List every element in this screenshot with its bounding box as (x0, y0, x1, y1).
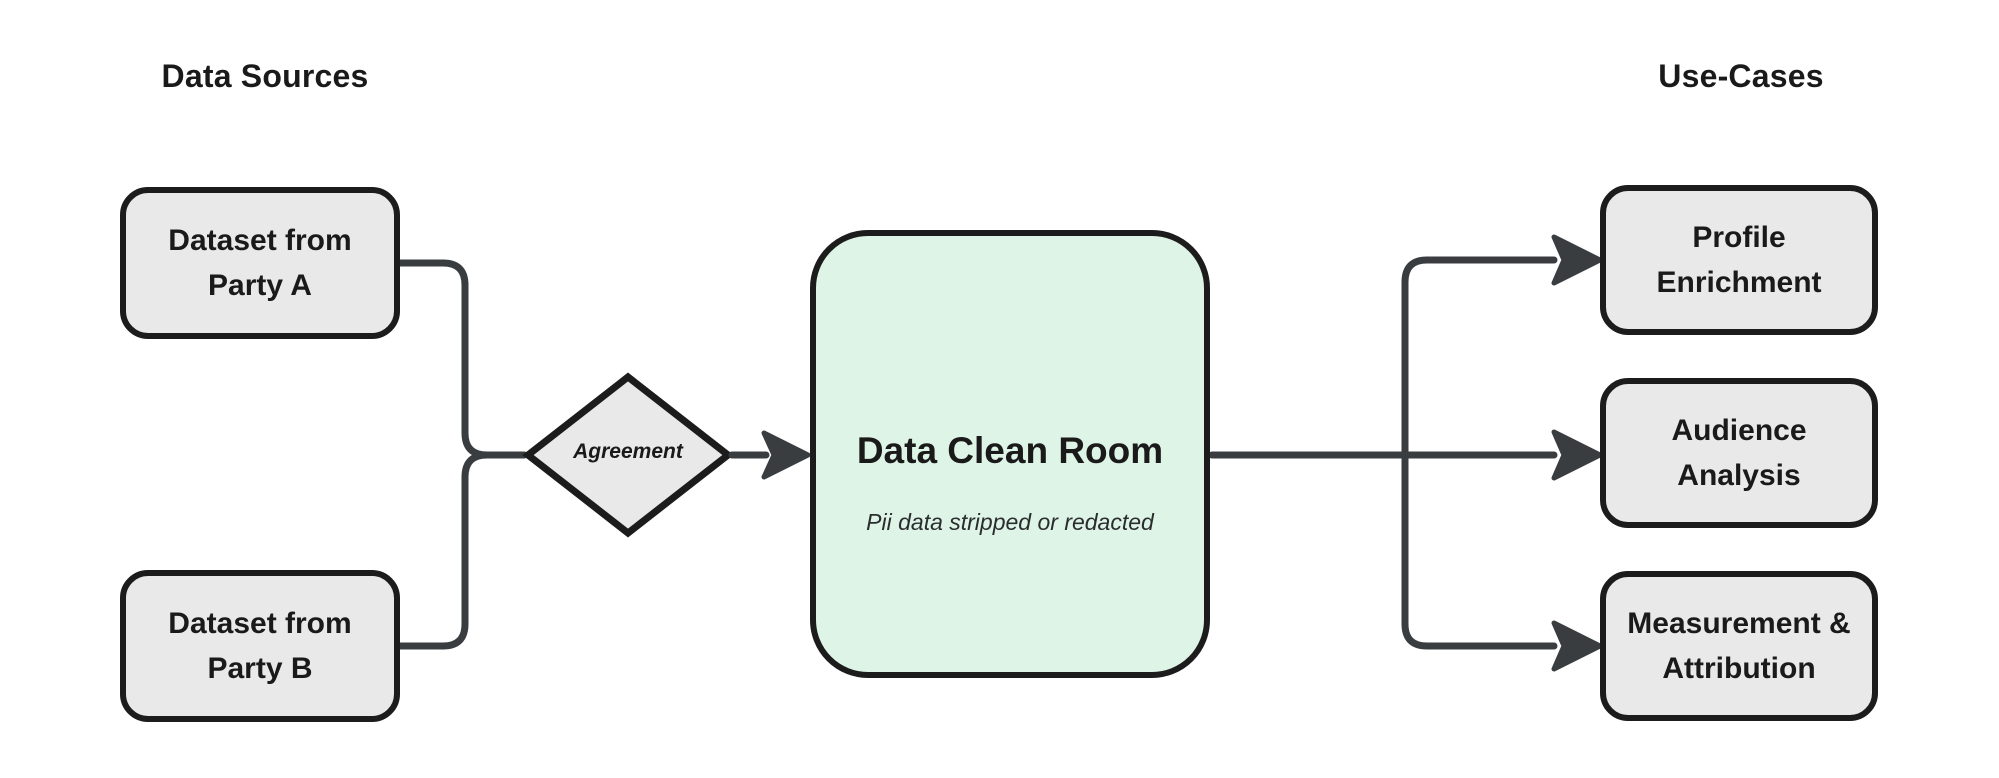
edge-party-b-to-agreement (396, 451, 528, 650)
arrowhead-measurement (1551, 620, 1603, 672)
use-cases-heading: Use-Cases (1658, 58, 1824, 94)
clean-room-subtitle: Pii data stripped or redacted (866, 509, 1154, 535)
node-dataset-party-a: Dataset from Party A (120, 187, 400, 339)
node-profile-enrichment: Profile Enrichment (1600, 185, 1878, 335)
arrowhead-profile (1551, 234, 1603, 286)
data-sources-heading: Data Sources (161, 58, 369, 94)
node-data-clean-room: Data Clean Room Pii data stripped or red… (810, 230, 1210, 678)
edge-branch-profile (1401, 256, 1558, 459)
node-measurement-attribution: Measurement & Attribution (1600, 571, 1878, 721)
node-dataset-party-b: Dataset from Party B (120, 570, 400, 722)
edge-branch-measurement (1401, 451, 1558, 650)
agreement-label: Agreement (573, 440, 683, 463)
arrowhead-audience (1551, 429, 1603, 481)
clean-room-title: Data Clean Room (856, 430, 1164, 471)
node-audience-analysis: Audience Analysis (1600, 378, 1878, 528)
edge-party-a-to-agreement (396, 259, 528, 459)
arrowhead-clean-room (761, 430, 811, 480)
